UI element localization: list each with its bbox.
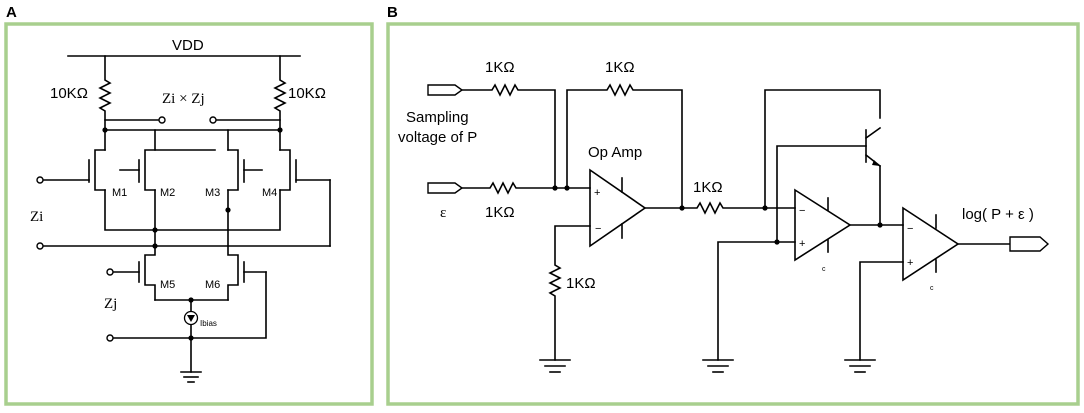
zj-port-1: [106, 268, 114, 276]
panel-a-letter: A: [6, 4, 17, 21]
r-eps-label: 1KΩ: [485, 204, 515, 221]
r-ground-label: 1KΩ: [566, 275, 596, 292]
r-top-label: 1KΩ: [485, 59, 515, 76]
zi-label: Zi: [30, 209, 43, 225]
ibias-label: Ibias: [200, 319, 217, 328]
svg-text:+: +: [907, 257, 913, 269]
resistor-right: [273, 55, 287, 131]
r-right-label: 10KΩ: [288, 85, 326, 102]
svg-text:+: +: [799, 238, 805, 250]
panel-a-circuit: VDD 10KΩ 10KΩ Zi × Zj M1 M2: [30, 37, 331, 383]
transistor-m4: M4: [262, 149, 331, 199]
op-amp-1: + −: [589, 168, 647, 248]
ground-b3: [844, 359, 876, 373]
svg-text:M1: M1: [112, 187, 127, 199]
op-amp-2: − + c: [794, 188, 852, 273]
zi-port-2: [36, 242, 44, 250]
svg-text:+: +: [594, 187, 600, 199]
svg-text:M5: M5: [160, 279, 175, 291]
product-label: Zi × Zj: [162, 91, 205, 107]
transistor-m1: M1: [39, 149, 127, 199]
svg-text:−: −: [595, 223, 601, 235]
output-label: log( P + ε ): [962, 206, 1034, 223]
panel-b-letter: B: [387, 4, 398, 21]
op-amp-3: − + c: [902, 206, 960, 292]
transistor-m3: M3: [205, 149, 245, 199]
output-port-right: [209, 116, 217, 124]
r-feedback-label: 1KΩ: [605, 59, 635, 76]
sampling-label-2: voltage of P: [398, 129, 477, 146]
feedback-transistor: [864, 126, 882, 226]
r-mid-label: 1KΩ: [693, 179, 723, 196]
op-amp-label: Op Amp: [588, 144, 642, 161]
panel-b-circuit: Sampling voltage of P 1KΩ ε 1KΩ 1KΩ + − …: [398, 59, 1050, 373]
resistor-left: [98, 55, 112, 131]
ground-a: [180, 371, 202, 383]
svg-text:M4: M4: [262, 187, 277, 199]
transistor-m6: M6: [205, 209, 267, 301]
output-port: [1009, 236, 1050, 252]
zi-port-1: [36, 176, 44, 184]
panel-a-frame: [4, 22, 374, 406]
transistor-m2: M2: [138, 149, 175, 199]
sampling-label-1: Sampling: [406, 109, 469, 126]
ground-b1: [539, 359, 571, 373]
svg-text:M6: M6: [205, 279, 220, 291]
epsilon-port: [427, 182, 464, 194]
zj-port-2: [106, 334, 114, 342]
svg-text:−: −: [799, 205, 805, 217]
zj-label: Zj: [104, 296, 117, 312]
svg-text:c: c: [822, 266, 826, 273]
svg-text:M2: M2: [160, 187, 175, 199]
ground-b2: [702, 359, 734, 373]
sampling-port: [427, 84, 464, 96]
svg-text:−: −: [907, 223, 913, 235]
panel-b-frame: [386, 22, 1080, 406]
svg-text:M3: M3: [205, 187, 220, 199]
vdd-label: VDD: [172, 37, 204, 54]
epsilon-label: ε: [440, 205, 446, 221]
r-left-label: 10KΩ: [50, 85, 88, 102]
transistor-m5: M5: [109, 229, 175, 301]
output-port-left: [158, 116, 166, 124]
svg-text:c: c: [930, 285, 934, 292]
